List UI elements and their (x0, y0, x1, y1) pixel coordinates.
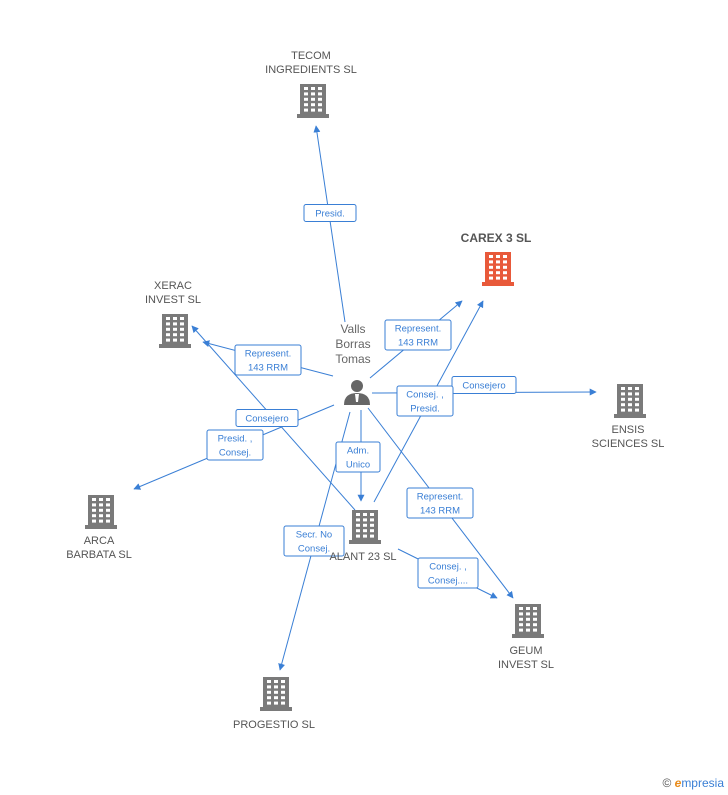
edge-label-text: Consej. (298, 544, 330, 555)
building-icon[interactable] (85, 495, 117, 529)
edge-label-text: Presid. (315, 209, 345, 220)
building-icon[interactable] (482, 252, 514, 286)
company-name-line: TECOM (291, 50, 331, 62)
edge-label-text: 143 RRM (398, 338, 438, 349)
edge-label-person-progestio[interactable]: Secr. No Consej. (283, 525, 345, 557)
node-company-tecom[interactable]: TECOM INGREDIENTS SL (265, 50, 357, 118)
company-name-line: XERAC (154, 280, 192, 292)
edge-label-person-ensis[interactable]: Consejero (451, 376, 517, 394)
building-icon[interactable] (297, 84, 329, 118)
brand-initial: e (674, 776, 682, 790)
building-icon[interactable] (260, 677, 292, 711)
company-name-line: ALANT 23 SL (329, 551, 396, 563)
edge-label-text: Unico (346, 460, 370, 471)
edge-label-text: 143 RRM (420, 506, 460, 517)
company-name-line: CAREX 3 SL (461, 231, 532, 245)
edge-label-person-arca[interactable]: Presid. , Consej. (206, 429, 264, 461)
node-company-geum[interactable]: GEUM INVEST SL (498, 604, 554, 671)
building-icon[interactable] (614, 384, 646, 418)
company-name-line: BARBATA SL (66, 549, 132, 561)
company-name-line: GEUM (510, 645, 543, 657)
company-name-line: ARCA (84, 535, 115, 547)
brand-name: mpresia (681, 776, 724, 790)
edge-label-box (396, 385, 454, 417)
edge-label-text: Consej. (219, 448, 251, 459)
edge-label-box (335, 441, 381, 473)
company-name-line: INGREDIENTS SL (265, 64, 357, 76)
edge-label-text: Represent. (417, 492, 463, 503)
edge-label-text: Consej.... (428, 576, 468, 587)
edge-label-person-geum[interactable]: Represent. 143 RRM (406, 487, 474, 519)
edge-label-box (417, 557, 479, 589)
edge-label-person-xerac[interactable]: Represent. 143 RRM (234, 344, 302, 376)
edge-label-text: Adm. (347, 446, 369, 457)
node-company-ensis[interactable]: ENSIS SCIENCES SL (592, 384, 665, 450)
edge-label-text: Consejero (462, 381, 505, 392)
node-company-carex[interactable]: CAREX 3 SL (461, 231, 532, 286)
brand-footer: © empresia (662, 776, 724, 790)
edge-label-text: Presid. , (218, 434, 253, 445)
node-company-xerac[interactable]: XERAC INVEST SL (145, 280, 201, 348)
person-name-line: Borras (335, 337, 370, 351)
edge-label-box (384, 319, 452, 351)
edge-label-box (303, 204, 357, 222)
company-name-line: INVEST SL (498, 659, 554, 671)
edge-label-text: Represent. (395, 324, 441, 335)
building-icon[interactable] (512, 604, 544, 638)
building-icon[interactable] (159, 314, 191, 348)
person-icon[interactable] (344, 380, 370, 405)
company-name-line: INVEST SL (145, 294, 201, 306)
edge-label-text: Consej. , (406, 390, 444, 401)
edge-label-person-alant[interactable]: Adm. Unico (335, 441, 381, 473)
edge-label-person-carex[interactable]: Represent. 143 RRM (384, 319, 452, 351)
copyright-symbol: © (662, 776, 672, 790)
edge-label-alant-carex[interactable]: Consej. , Presid. (396, 385, 454, 417)
edge-label-box (235, 409, 299, 427)
edge-label-alant-xerac[interactable]: Consejero (235, 409, 299, 427)
node-company-arca[interactable]: ARCA BARBATA SL (66, 495, 132, 561)
building-icon[interactable] (349, 510, 381, 544)
edge-label-box (206, 429, 264, 461)
node-company-alant[interactable]: ALANT 23 SL (329, 510, 397, 563)
edge-label-box (283, 525, 345, 557)
edge-label-text: Presid. (410, 404, 440, 415)
edge-label-text: 143 RRM (248, 363, 288, 374)
edge-label-person-tecom[interactable]: Presid. (303, 204, 357, 222)
edge-label-text: Consej. , (429, 562, 467, 573)
edge-label-text: Secr. No (296, 530, 332, 541)
edge-label-box (406, 487, 474, 519)
company-name-line: SCIENCES SL (592, 438, 665, 450)
person-name-line: Tomas (335, 352, 370, 366)
company-name-line: PROGESTIO SL (233, 719, 315, 731)
edge-person-tecom (313, 125, 346, 323)
edge-label-text: Represent. (245, 349, 291, 360)
node-company-progestio[interactable]: PROGESTIO SL (233, 677, 315, 731)
edge-label-text: Consejero (245, 414, 288, 425)
person-name-line: Valls (340, 322, 365, 336)
edge-label-alant-geum[interactable]: Consej. , Consej.... (417, 557, 479, 589)
edge-label-box (234, 344, 302, 376)
edge-label-box (451, 376, 517, 394)
company-name-line: ENSIS (611, 424, 644, 436)
